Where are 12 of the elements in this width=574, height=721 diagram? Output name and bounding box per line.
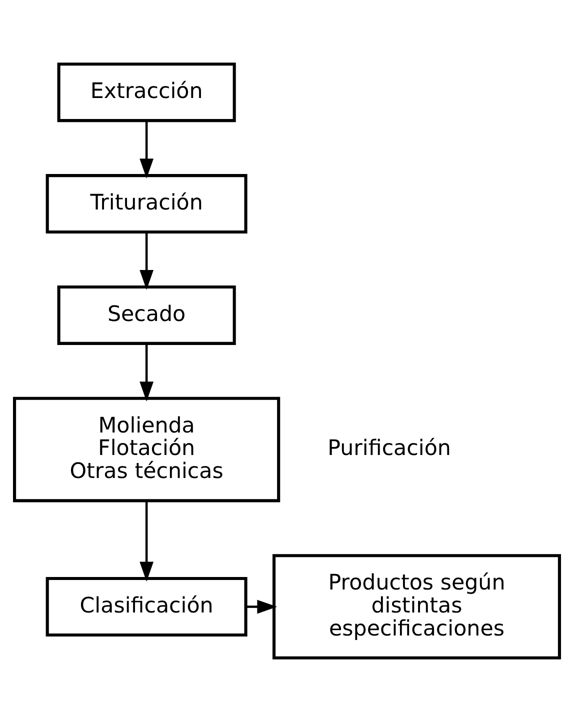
arrow [140,232,154,290]
arrow [246,599,278,614]
node-label: Purificación [328,436,451,461]
node-box: Secado [57,284,236,344]
node-box: Molienda Flotación Otras técnicas [13,396,280,502]
node-box: Clasificación [46,576,248,636]
node-box: Productos según distintas especificaciones [272,554,561,659]
arrow [140,120,154,178]
node-box: Trituración [46,174,248,234]
arrow [140,343,154,401]
node-box: Extracción [57,62,236,122]
arrow [140,500,154,582]
